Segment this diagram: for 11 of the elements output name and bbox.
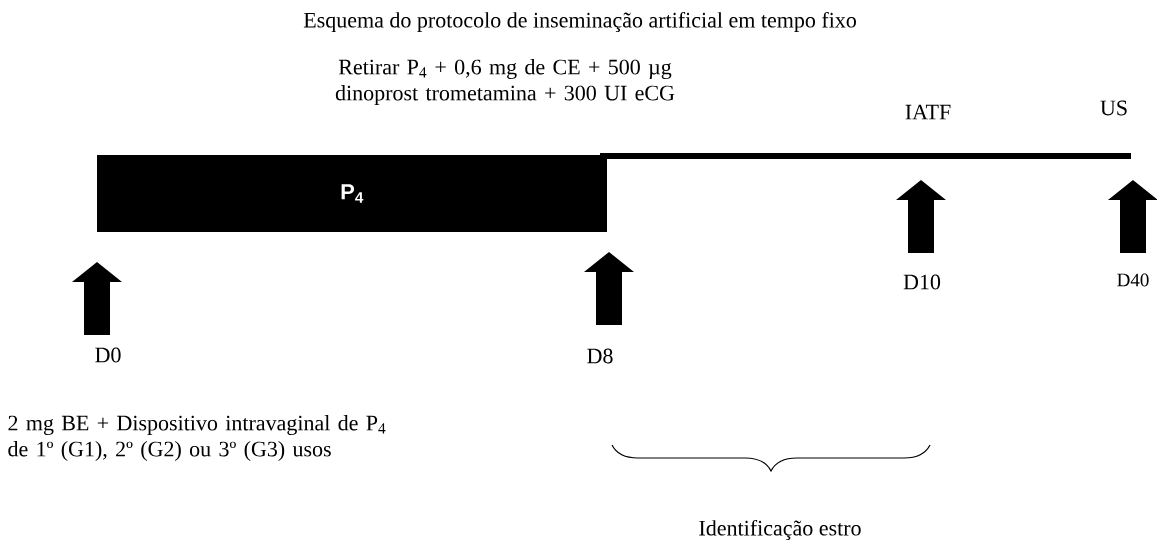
event-label: IATF [905, 104, 951, 120]
treatment-note: 2 mg BE + Dispositivo intravaginal de P$_{4}$ de 1º (G1), 2º (G2) ou 3º (G3) usos [8, 415, 386, 461]
dose-note: Retirar P$_{4}$ + 0,6 mg de CE + 500 µg dinoprost trometamina + 300 UI eCG [335, 59, 675, 105]
phase-label: Identificação estro [699, 519, 861, 541]
day-label: D40 [1117, 273, 1149, 287]
day-label: D8 [587, 348, 613, 364]
title: Esquema do protocolo de inseminação artificial em tempo fixo [303, 11, 856, 33]
day-label: D0 [95, 347, 121, 363]
event-label: US [1100, 100, 1127, 116]
day-label: D10 [903, 274, 941, 290]
progesterone-bar: P$_{4}$ [97, 155, 607, 232]
